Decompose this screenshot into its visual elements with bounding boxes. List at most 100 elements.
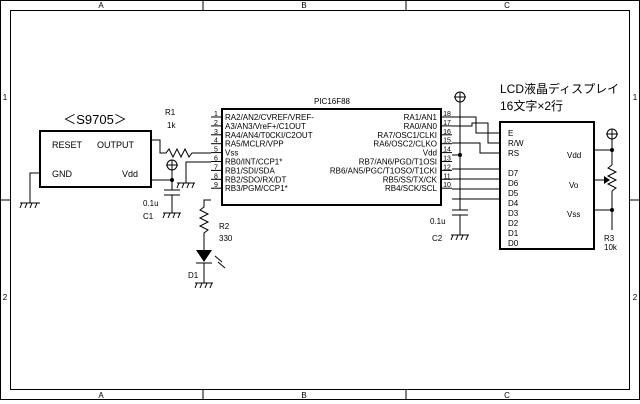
mcu-pin-label-3: RA4/AN4/T0CKI/C2OUT — [225, 131, 313, 140]
frame-column-labels: A B C A B C — [98, 1, 510, 400]
led-d1-symbol — [196, 250, 212, 262]
mcu-pin-label-15: RA6/OSC2/CLKO — [373, 140, 437, 149]
lcd-pin-vo: Vo — [569, 181, 579, 190]
lcd-pin-d4: D4 — [508, 199, 519, 208]
reset-ic-title: ＜S9705＞ — [63, 112, 127, 127]
lcd-body — [499, 121, 595, 250]
mcu-pic16f88: PIC16F88 — [221, 97, 442, 206]
mcu-pin-label-1: RA2/AN2/CVREF/VREF- — [225, 113, 314, 122]
row-label-right-2: 2 — [633, 293, 638, 302]
frame-row-labels: 1 2 1 2 — [3, 93, 638, 302]
mcu-pin-label-8: RB2/SDO/RX/DT — [225, 175, 286, 184]
c1-network: 0.1u C1 — [143, 159, 181, 221]
mcu-pin-number-14: 14 — [443, 147, 451, 154]
mcu-pin-label-18: RA1/AN1 — [404, 113, 438, 122]
ground-symbol-reset-ic — [19, 172, 40, 209]
row-label-left-1: 1 — [3, 93, 8, 102]
lcd-module: LCD液晶ディスプレイ 16文字×2行 — [499, 81, 619, 250]
lcd-pin-rs: RS — [508, 149, 519, 158]
reset-ic-pin-output: OUTPUT — [97, 140, 135, 150]
c2-value: 0.1u — [430, 217, 446, 226]
column-label-top-a: A — [98, 1, 104, 10]
led-d1: D1 — [188, 244, 226, 289]
lcd-pin-vss: Vss — [567, 210, 580, 219]
reset-ic-pin-reset: RESET — [52, 140, 83, 150]
mcu-pin-label-12: RB6/AN5/PGC/T1OSO/T1CKI — [330, 166, 437, 175]
mcu-pin-label-11: RB5/SS/TX/CK — [383, 175, 438, 184]
mcu-pin-number-10: 10 — [443, 182, 451, 189]
r2-value: 330 — [219, 234, 233, 243]
control-wires — [452, 116, 500, 200]
mcu-pin-number-1: 1 — [214, 111, 218, 118]
column-label-bottom-b: B — [301, 391, 306, 400]
mcu-pin-label-6: RB0/INT/CCP1* — [225, 158, 282, 167]
c1-ref: C1 — [143, 212, 154, 221]
column-label-bottom-a: A — [98, 391, 104, 400]
lcd-pin-d5: D5 — [508, 189, 519, 198]
mcu-pin-number-12: 12 — [443, 164, 451, 171]
mcu-name: PIC16F88 — [314, 97, 351, 106]
mcu-pin-number-13: 13 — [443, 156, 451, 163]
reset-ic-pin-gnd: GND — [52, 169, 73, 179]
mcu-pin-label-17: RA0/AN0 — [404, 122, 438, 131]
r2-ref: R2 — [219, 222, 230, 231]
lcd-pin-e: E — [508, 129, 513, 138]
mcu-right-pins: 18RA1/AN117RA0/AN016RA7/OSC1/CLKI15RA6/O… — [330, 111, 452, 193]
mcu-pin-number-3: 3 — [214, 129, 218, 136]
r1-ref: R1 — [165, 108, 176, 117]
mcu-pin-number-7: 7 — [214, 164, 218, 171]
mcu-body — [221, 108, 442, 206]
r3-ref: R3 — [604, 234, 615, 243]
c1-value: 0.1u — [143, 199, 159, 208]
mcu-pin-number-2: 2 — [214, 120, 218, 127]
lcd-pin-d7: D7 — [508, 169, 519, 178]
lcd-subtitle: 16文字×2行 — [500, 98, 563, 113]
mcu-pin-number-18: 18 — [443, 111, 451, 118]
lcd-right-pins: Vdd Vo Vss — [567, 151, 581, 219]
mcu-pin-label-13: RB7/AN6/PGD/T1OSI — [359, 158, 437, 167]
resistor-r1: R1 1k — [151, 108, 200, 159]
lcd-pin-d1: D1 — [508, 229, 519, 238]
mcu-pin-label-10: RB4/SCK/SCL — [385, 184, 438, 193]
c2-network: 0.1u C2 — [430, 91, 469, 243]
mcu-pin-number-15: 15 — [443, 138, 451, 145]
reset-ic-pin-vdd: Vdd — [122, 169, 138, 179]
mcu-pin-label-7: RB1/SDI/SDA — [225, 166, 275, 175]
lcd-pin-d6: D6 — [508, 179, 519, 188]
d1-ref: D1 — [188, 271, 199, 280]
lcd-pin-rw: R/W — [508, 139, 524, 148]
mcu-pin-number-4: 4 — [214, 138, 218, 145]
r1-value: 1k — [167, 121, 176, 130]
lcd-pin-d3: D3 — [508, 209, 519, 218]
lcd-pin-d0: D0 — [508, 239, 519, 248]
mcu-pin-number-17: 17 — [443, 120, 451, 127]
c2-ref: C2 — [432, 234, 443, 243]
mcu-pin-label-2: A3/AN3/VreF+/C1OUT — [225, 122, 306, 131]
lcd-pin-d2: D2 — [508, 219, 519, 228]
resistor-r2: R2 330 — [198, 199, 233, 244]
mcu-pin-number-6: 6 — [214, 156, 218, 163]
row-label-right-1: 1 — [633, 93, 638, 102]
column-label-top-c: C — [504, 1, 510, 10]
column-label-top-b: B — [301, 1, 306, 10]
lcd-title: LCD液晶ディスプレイ — [500, 81, 619, 96]
row-label-left-2: 2 — [3, 293, 8, 302]
column-label-bottom-c: C — [504, 391, 510, 400]
reset-ic-body — [39, 130, 152, 188]
mcu-pin-number-9: 9 — [214, 182, 218, 189]
potentiometer-r3: R3 10k — [594, 128, 618, 252]
mcu-left-pins: 1 RA2/AN2/CVREF/VREF- 2 A3/AN3/VreF+/C1OUT 3… — [211, 111, 314, 193]
mcu-pin-label-9: RB3/PGM/CCP1* — [225, 184, 288, 193]
mcu-pin-label-14: Vdd — [423, 149, 437, 158]
mcu-vss-ground — [176, 161, 211, 189]
mcu-pin-number-16: 16 — [443, 129, 451, 136]
lcd-pin-vdd: Vdd — [567, 151, 581, 160]
mcu-pin-number-5: 5 — [214, 147, 218, 154]
r3-value: 10k — [604, 243, 618, 252]
reset-ic: ＜S9705＞ RESET OUTPUT GND Vdd — [39, 112, 152, 188]
mcu-pin-label-4: RA5/MCLR/VPP — [225, 140, 284, 149]
